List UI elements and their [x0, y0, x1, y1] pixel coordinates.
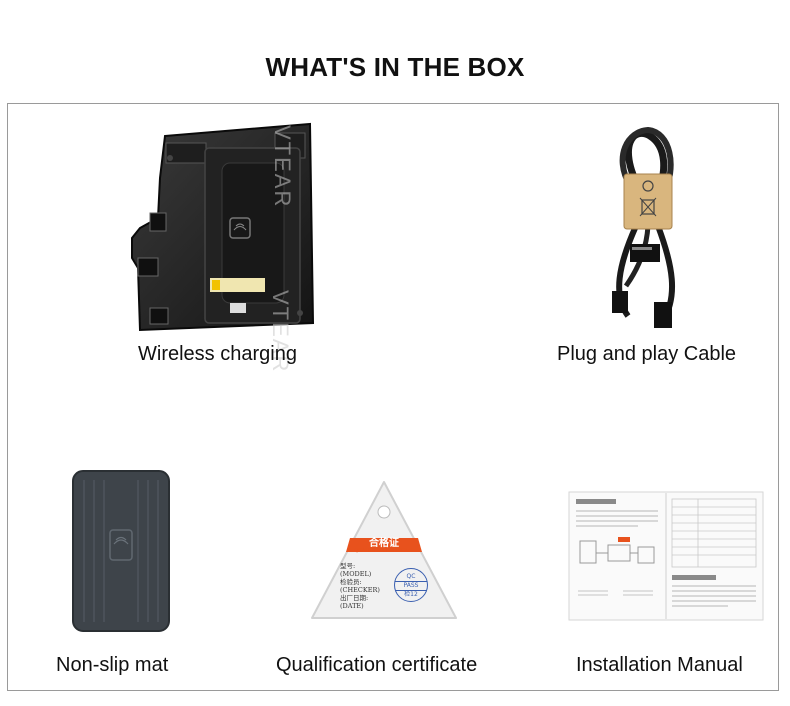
qc-stamp-mid: PASS	[395, 581, 427, 591]
item-caption-qualification-certificate: Qualification certificate	[276, 654, 478, 676]
certificate-field-model-cn: 型号:	[340, 562, 356, 570]
certificate-fields: 型号: (MODEL) 检验员: (CHECKER) 出厂日期: (DATE)	[340, 562, 380, 610]
certificate-item: 合格证 QUALIFIED CERTIFICATE 型号: (MODEL) 检验…	[310, 478, 458, 623]
certificate-field-checker: (CHECKER)	[340, 586, 380, 594]
page-title: WHAT'S IN THE BOX	[265, 52, 525, 82]
manual-booklet-icon	[568, 491, 764, 621]
qc-pass-stamp: QC PASS 检12	[394, 568, 428, 602]
certificate-subheading: QUALIFIED CERTIFICATE	[354, 548, 414, 554]
item-caption-non-slip-mat: Non-slip mat	[56, 654, 169, 676]
wireless-charger-item	[130, 118, 315, 338]
qc-stamp-top: QC	[406, 573, 416, 580]
rubber-mat-icon	[72, 470, 170, 632]
certificate-field-model: (MODEL)	[340, 570, 372, 578]
item-caption-plug-and-play-cable: Plug and play Cable	[557, 343, 737, 365]
certificate-field-date: (DATE)	[340, 602, 364, 610]
certificate-field-date-cn: 出厂日期:	[340, 594, 369, 602]
qc-stamp-bottom: 检12	[404, 591, 418, 598]
box-contents-frame	[7, 103, 779, 691]
cable-harness-icon	[612, 126, 675, 328]
certificate-heading: 合格证	[369, 538, 399, 549]
non-slip-mat-item	[72, 470, 170, 632]
item-caption-installation-manual: Installation Manual	[576, 654, 743, 676]
watermark-text: VTEAR	[270, 125, 295, 209]
cable-item	[608, 126, 688, 334]
certificate-field-checker-cn: 检验员:	[340, 578, 362, 586]
wireless-charger-pad-icon	[131, 122, 315, 332]
manual-item	[568, 491, 764, 621]
item-caption-wireless-charging: Wireless charging	[138, 343, 297, 365]
